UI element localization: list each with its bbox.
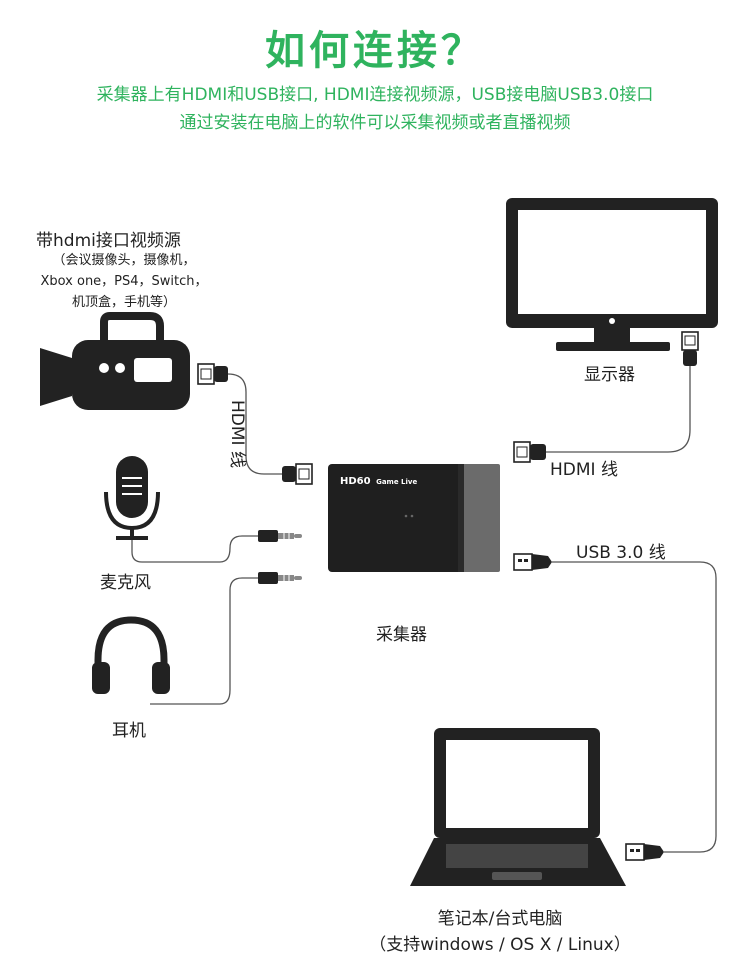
audio-jack-icon	[258, 530, 302, 542]
laptop-support-label: （支持windows / OS X / Linux）	[369, 935, 631, 955]
capture-brand: HD60	[340, 476, 371, 487]
headphones-label: 耳机	[112, 721, 146, 741]
hdmi-cable-label-right: HDMI 线	[550, 460, 618, 480]
audio-jack-icon	[258, 572, 302, 584]
source-description: （会议摄像头，摄像机， Xbox one，PS4，Switch， 机顶盒，手机等…	[14, 250, 234, 313]
hdmi-plug-icon	[197, 363, 228, 385]
source-title: 带hdmi接口视频源	[36, 231, 181, 251]
hdmi-cable-label-left: HDMI 线	[227, 400, 247, 468]
hdmi-plug-icon	[282, 463, 313, 485]
usb-cable-label: USB 3.0 线	[576, 543, 666, 563]
hdmi-plug-icon	[681, 331, 699, 366]
usb-plug-icon	[513, 553, 552, 571]
source-desc-line: 机顶盒，手机等）	[71, 295, 176, 310]
laptop-icon	[410, 728, 626, 886]
page-title: 如何连接？	[265, 28, 485, 74]
capture-model: Game Live	[376, 478, 418, 486]
capture-brand-label: HD60 Game Live	[340, 476, 417, 487]
monitor-label: 显示器	[584, 365, 635, 385]
subtitle-line-2: 通过安装在电脑上的软件可以采集视频或者直播视频	[179, 113, 571, 133]
usb-plug-icon	[625, 843, 664, 861]
laptop-label: 笔记本/台式电脑	[437, 909, 563, 929]
capture-label: 采集器	[376, 625, 427, 645]
source-desc-line: （会议摄像头，摄像机，	[52, 253, 196, 268]
microphone-label: 麦克风	[100, 573, 151, 593]
headphones-icon	[92, 616, 170, 694]
monitor-icon	[506, 198, 718, 351]
hdmi-plug-icon	[513, 441, 546, 463]
cable-lines	[131, 366, 717, 853]
microphone-icon	[104, 456, 160, 540]
camera-icon	[40, 312, 190, 410]
source-desc-line: Xbox one，PS4，Switch，	[40, 274, 208, 289]
capture-device	[328, 464, 500, 572]
subtitle-line-1: 采集器上有HDMI和USB接口, HDMI连接视频源，USB接电脑USB3.0接…	[96, 85, 654, 105]
